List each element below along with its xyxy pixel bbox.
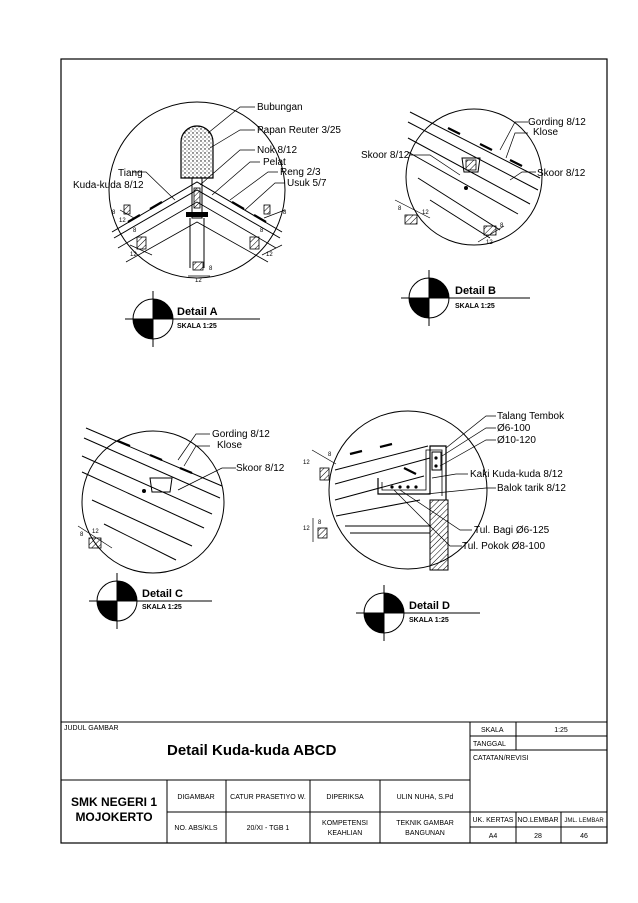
no-lembar-value: 28 — [534, 833, 542, 840]
dim-c-2: 12 — [92, 529, 99, 535]
label-kaki-kuda-kuda: Kaki Kuda-kuda 8/12 — [470, 469, 563, 480]
jml-lembar-label: JML. LEMBAR — [564, 818, 604, 824]
dim-a-5: 8 — [260, 228, 264, 234]
detail-b: Gording 8/12 Klose Skoor 8/12 Skoor 8/12… — [361, 108, 586, 327]
no-lembar-label: NO.LEMBAR — [517, 817, 558, 824]
kompetensi-value-1: TEKNIK GAMBAR — [396, 820, 454, 827]
dim-d-1: 12 — [303, 460, 310, 466]
no-abs-value: 20/XI - TGB 1 — [247, 825, 290, 832]
digambar-value: CATUR PRASETIYO W. — [230, 794, 306, 801]
detail-a-title: Detail A — [177, 306, 218, 318]
detail-c: Gording 8/12 Klose Skoor 8/12 8 12 Detai… — [77, 427, 285, 630]
dim-b-2: 12 — [422, 210, 429, 216]
detail-a-scale: SKALA 1:25 — [177, 323, 217, 330]
dim-a-8: 12 — [195, 278, 202, 284]
label-klose-b: Klose — [533, 127, 558, 138]
dim-c-1: 8 — [80, 532, 84, 538]
label-nok: Nok 8/12 — [257, 145, 297, 156]
label-tul-bagi: Tul. Bagi Ø6-125 — [474, 525, 550, 536]
detail-a-circle — [108, 101, 286, 279]
section-symbol-b — [400, 269, 458, 327]
dim-b-4: 12 — [486, 240, 493, 246]
school-line-1: SMK NEGERI 1 — [71, 795, 157, 809]
uk-kertas-value: A4 — [489, 833, 498, 840]
detail-a: Bubungan Papan Reuter 3/25 Nok 8/12 Pela… — [73, 101, 341, 348]
label-gording-c: Gording 8/12 — [212, 429, 270, 440]
detail-b-title: Detail B — [455, 285, 496, 297]
label-pelat: Pelat — [263, 157, 286, 168]
drawing-title: Detail Kuda-kuda ABCD — [167, 742, 337, 759]
dim-a-7: 8 — [283, 210, 287, 216]
judul-gambar-label: JUDUL GAMBAR — [64, 725, 119, 732]
digambar-label: DIGAMBAR — [177, 794, 214, 801]
talang-tembok — [377, 445, 447, 500]
tanggal-label: TANGGAL — [473, 741, 506, 748]
dim-b-1: 8 — [398, 206, 402, 212]
dim-a-9: 8 — [209, 266, 213, 272]
label-klose-c: Klose — [217, 440, 242, 451]
dim-d-3: 12 — [303, 526, 310, 532]
label-kuda-kuda: Kuda-kuda 8/12 — [73, 180, 144, 191]
label-usuk: Usuk 5/7 — [287, 178, 327, 189]
detail-c-title: Detail C — [142, 588, 183, 600]
label-skoor-b-right: Skoor 8/12 — [537, 168, 586, 179]
label-d10-120: Ø10-120 — [497, 435, 536, 446]
jml-lembar-value: 46 — [580, 833, 588, 840]
label-tul-pokok: Tul. Pokok Ø8-100 — [462, 541, 545, 552]
title-block — [61, 721, 607, 843]
label-d6-100: Ø6-100 — [497, 423, 531, 434]
detail-d-title: Detail D — [409, 600, 450, 612]
label-gording-b: Gording 8/12 — [528, 117, 586, 128]
label-papan-reuter: Papan Reuter 3/25 — [257, 125, 341, 136]
label-bubungan: Bubungan — [257, 102, 303, 113]
catatan-label: CATATAN/REVISI — [473, 755, 529, 762]
detail-d-circle — [328, 410, 488, 570]
label-talang-tembok: Talang Tembok — [497, 411, 565, 422]
label-skoor-c: Skoor 8/12 — [236, 463, 285, 474]
skala-label: SKALA — [481, 727, 504, 734]
detail-c-scale: SKALA 1:25 — [142, 604, 182, 611]
dim-a-4: 12 — [130, 252, 137, 258]
kompetensi-value-2: BANGUNAN — [405, 830, 445, 837]
dim-a-2: 12 — [119, 218, 126, 224]
detail-b-scale: SKALA 1:25 — [455, 303, 495, 310]
dim-a-3: 8 — [133, 228, 137, 234]
kompetensi-label-1: KOMPETENSI — [322, 820, 368, 827]
diperiksa-value: ULIN NUHA, S.Pd — [397, 794, 454, 801]
label-tiang: Tiang — [118, 168, 143, 179]
school-line-2: MOJOKERTO — [75, 810, 152, 824]
detail-b-circle — [405, 108, 543, 246]
bubungan-ridge — [180, 125, 214, 179]
diperiksa-label: DIPERIKSA — [326, 794, 364, 801]
label-skoor-b-left: Skoor 8/12 — [361, 150, 410, 161]
no-abs-label: NO. ABS/KLS — [174, 825, 218, 832]
dim-d-4: 8 — [318, 520, 322, 526]
section-symbol-d — [355, 584, 413, 642]
detail-d-scale: SKALA 1:25 — [409, 617, 449, 624]
uk-kertas-label: UK. KERTAS — [473, 817, 514, 824]
detail-c-circle — [81, 430, 225, 574]
dim-d-2: 8 — [328, 452, 332, 458]
dim-b-3: 8 — [500, 223, 504, 229]
dim-a-1: 8 — [112, 210, 116, 216]
dim-a-6: 12 — [266, 252, 273, 258]
skala-value: 1:25 — [554, 727, 568, 734]
label-balok-tarik: Balok tarik 8/12 — [497, 483, 566, 494]
label-reng: Reng 2/3 — [280, 167, 321, 178]
sheet-border — [60, 58, 608, 844]
kompetensi-label-2: KEAHLIAN — [328, 830, 363, 837]
section-symbol-c — [88, 572, 146, 630]
detail-d: Talang Tembok Ø6-100 Ø10-120 Kaki Kuda-k… — [303, 410, 566, 642]
section-symbol-a — [124, 290, 182, 348]
